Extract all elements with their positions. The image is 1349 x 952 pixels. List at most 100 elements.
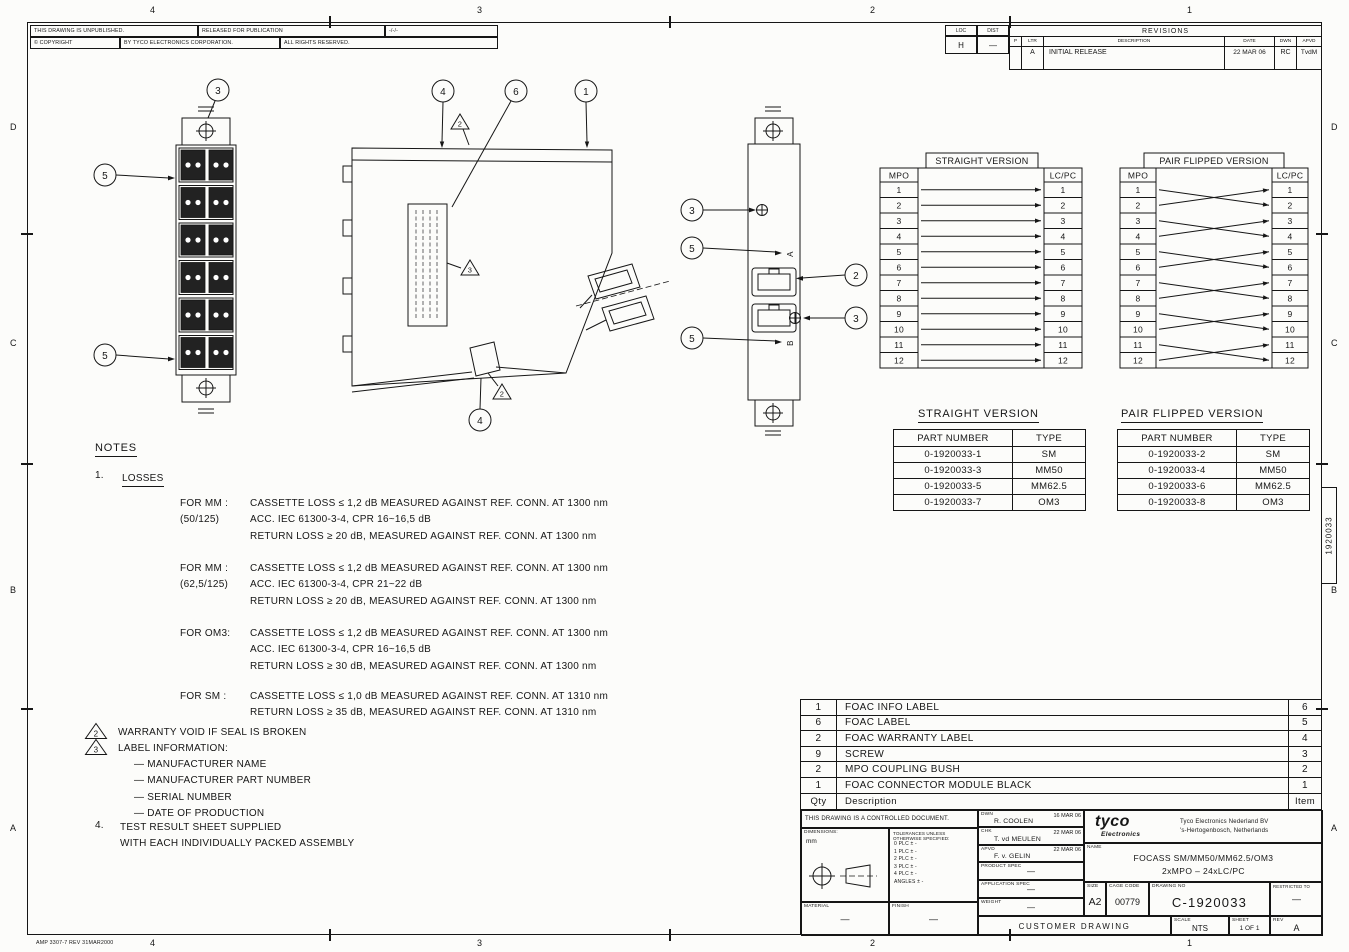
arrowhead-icon — [1262, 312, 1269, 317]
rev-ltr: A — [1022, 47, 1044, 69]
flag-number: 2 — [94, 730, 99, 739]
screw-top-icon — [756, 204, 768, 216]
part-type: OM3 — [1013, 494, 1085, 510]
loc-label: LOC — [945, 25, 977, 36]
wiring-right-number: 9 — [1287, 309, 1292, 319]
cage-code-cell: CAGE CODE 00779 — [1106, 882, 1149, 916]
zone-tick — [329, 16, 331, 28]
zone-bottom-3: 3 — [477, 938, 483, 948]
signature-date: 16 MAR 06 — [1053, 812, 1081, 819]
tolerances-header: TOLERANCES UNLESS — [893, 831, 946, 836]
wiring-left-number: 3 — [1135, 216, 1140, 226]
rights-text: ALL RIGHTS RESERVED. — [280, 37, 498, 49]
bom-item-number: 2 — [1288, 762, 1321, 778]
part-table-straight: PART NUMBER TYPE 0-1920033-1 SM 0-192003… — [893, 429, 1086, 511]
diagram-title: STRAIGHT VERSION — [935, 156, 1028, 166]
lc-port — [195, 237, 201, 243]
part-number: 0-1920033-6 — [1118, 478, 1237, 494]
tolerance-row: 3 PLC ± - — [894, 863, 917, 870]
wiring-left-number: 6 — [896, 262, 901, 272]
balloon-number: 2 — [853, 271, 859, 282]
lc-duplex-adapter — [208, 187, 234, 218]
arrowhead-icon — [1035, 358, 1041, 363]
dimensions-label: DIMENSIONS: — [804, 830, 838, 835]
bom-row: 1 FOAC CONNECTOR MODULE BLACK 1 — [801, 777, 1321, 794]
scale-label: SCALE — [1174, 918, 1191, 923]
zone-left-c: C — [10, 338, 17, 348]
zone-bottom-1: 1 — [1187, 938, 1193, 948]
part-table-row: 0-1920033-8 OM3 — [1118, 494, 1309, 510]
wiring-left-number: 4 — [1135, 231, 1140, 241]
part-type: SM — [1237, 446, 1309, 462]
finish-cell: FINISH — — [889, 902, 978, 936]
wiring-right-number: 10 — [1285, 324, 1295, 334]
title-block: THIS DRAWING IS A CONTROLLED DOCUMENT. D… — [800, 809, 1323, 936]
connector-marker-b: B — [786, 340, 795, 346]
rev-cell: REV A — [1270, 916, 1323, 936]
signature-date: 22 MAR 06 — [1053, 847, 1081, 854]
wiring-right-number: 11 — [1285, 340, 1294, 350]
zone-top-4: 4 — [150, 5, 156, 15]
rev-label: REV — [1273, 918, 1284, 923]
signature-row: CHK 22 MAR 06 T. vd MEULEN — [978, 827, 1084, 845]
label-info-item: — MANUFACTURER PART NUMBER — [134, 775, 312, 787]
wiring-left-number: 3 — [896, 216, 901, 226]
bill-of-materials: 1 FOAC INFO LABEL 6 6 FOAC LABEL 5 2 FOA… — [800, 699, 1322, 811]
label-info-item: — SERIAL NUMBER — [134, 791, 232, 803]
bom-footer-qty: Qty — [801, 793, 837, 810]
zone-right-c: C — [1331, 338, 1338, 348]
balloon-number: 3 — [689, 206, 695, 217]
pair-flipped-version-heading: PAIR FLIPPED VERSION — [1121, 404, 1264, 423]
lc-port — [185, 312, 191, 318]
lc-port — [185, 274, 191, 281]
arrowhead-icon — [1262, 295, 1269, 300]
heading-text: STRAIGHT VERSION — [918, 408, 1039, 423]
zone-top-2: 2 — [870, 5, 876, 15]
mounting-tab-bottom — [754, 399, 794, 427]
lc-port — [185, 162, 191, 168]
balloon-1-module: 1 — [574, 79, 598, 148]
col-type: TYPE — [1035, 432, 1062, 444]
loss-sm-lines: CASSETTE LOSS ≤ 1,0 dB MEASURED AGAINST … — [250, 689, 608, 722]
tolerance-row: 0 PLC ± - — [894, 841, 917, 847]
lc-port — [195, 349, 201, 356]
lc-port — [223, 274, 229, 281]
loss-for-label: FOR OM3: — [180, 628, 231, 639]
loss-om3-label: FOR OM3: — [180, 626, 230, 642]
mounting-tab-top — [181, 117, 231, 146]
loss-line: ACC. IEC 61300-3-4, CPR 16~16,5 dB — [250, 644, 432, 656]
rev-apvd: TvdM — [1300, 49, 1318, 56]
loss-line: CASSETTE LOSS ≤ 1,0 dB MEASURED AGAINST … — [250, 691, 609, 702]
scale-cell: SCALE NTS — [1171, 916, 1229, 936]
tyco-logo-sub: Electronics — [1101, 831, 1141, 838]
balloon-number: 3 — [215, 86, 221, 97]
bom-item-number: 1 — [1288, 777, 1321, 794]
note-1-number: 1. — [95, 470, 104, 481]
weight-cell: WEIGHT — — [978, 898, 1084, 916]
bom-rows: 1 FOAC INFO LABEL 6 6 FOAC LABEL 5 2 FOA… — [801, 700, 1321, 794]
lc-port — [223, 162, 229, 168]
zone-tick — [1316, 463, 1328, 465]
drawing-name-line1: FOCASS SM/MM50/MM62.5/OM3 — [1133, 853, 1274, 863]
label-info-item: — MANUFACTURER NAME — [134, 759, 267, 770]
loss-for-label: FOR MM : — [180, 498, 229, 509]
lc-port — [195, 274, 201, 281]
loss-line: CASSETTE LOSS ≤ 1,2 dB MEASURED AGAINST … — [250, 628, 609, 639]
application-spec-label: APPLICATION SPEC — [981, 882, 1030, 887]
signature-label: APVD — [981, 846, 995, 852]
company-city: 's-Hertogenbosch, Netherlands — [1180, 827, 1269, 834]
bom-qty: 1 — [801, 777, 837, 794]
customer-drawing-cell: CUSTOMER DRAWING — [978, 916, 1171, 936]
mpo-connectors-iso — [575, 263, 671, 332]
balloon-5-marker-b: 5 — [680, 326, 782, 350]
balloon-5-upper-label: 5 — [93, 163, 175, 187]
mpo-header: MPO — [889, 171, 909, 181]
zone-right-a: A — [1331, 823, 1338, 833]
part-type: SM — [1013, 446, 1085, 462]
lc-duplex-adapter — [208, 337, 234, 368]
signature-name: R. COOLEN — [994, 818, 1034, 826]
col-part-number: PART NUMBER — [894, 430, 1013, 446]
arrowhead-icon — [1262, 343, 1269, 348]
signature-rows: DWN 16 MAR 06 R. COOLEN CHK 22 MAR 06 T.… — [978, 810, 1084, 862]
